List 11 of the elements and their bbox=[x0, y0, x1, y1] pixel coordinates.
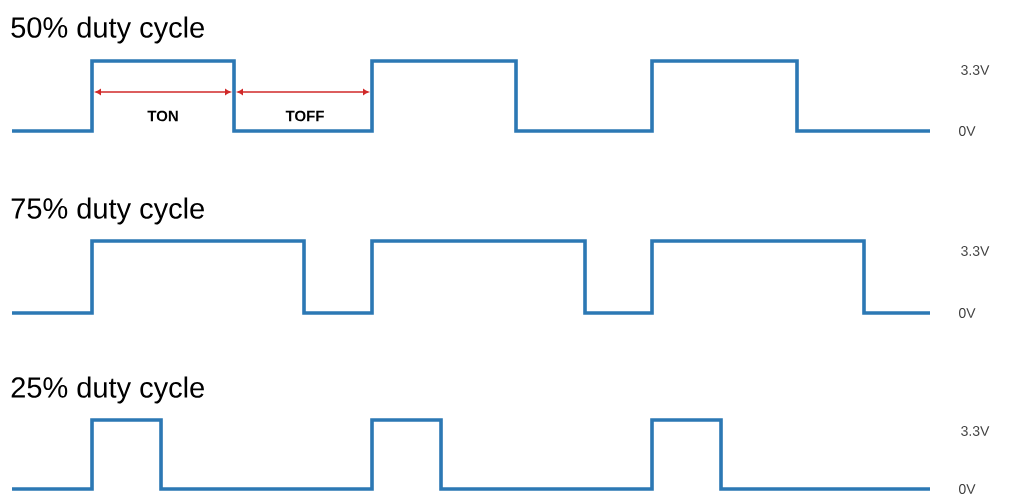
voltage-label: 3.3V bbox=[961, 426, 990, 436]
time-label: TOFF bbox=[285, 110, 324, 122]
voltage-label: 0V bbox=[959, 308, 976, 318]
section-title: 75% duty cycle bbox=[11, 197, 204, 225]
voltage-label: 0V bbox=[959, 126, 976, 136]
voltage-label: 3.3V bbox=[961, 65, 990, 75]
time-label: TON bbox=[147, 110, 178, 122]
section-title: 50% duty cycle bbox=[11, 16, 204, 44]
voltage-label: 0V bbox=[959, 484, 976, 494]
section-title: 25% duty cycle bbox=[11, 376, 204, 404]
voltage-label: 3.3V bbox=[961, 246, 990, 256]
